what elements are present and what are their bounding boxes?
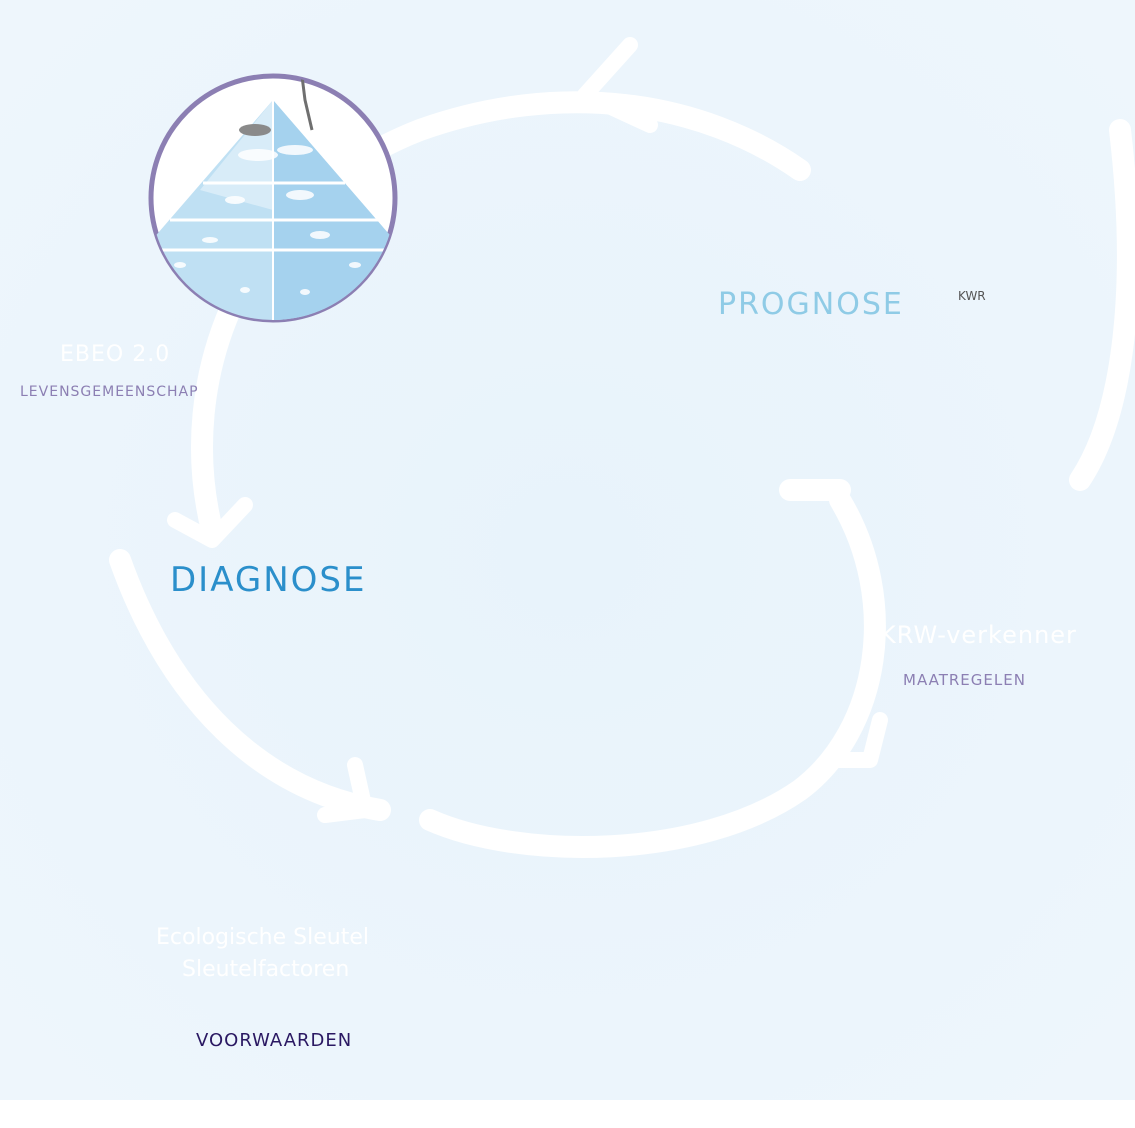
ebeo-title: EBEO 2.0 xyxy=(60,342,171,367)
ecological-key-line1: Ecologische Sleutel xyxy=(156,925,369,950)
prognose-title: PROGNOSE xyxy=(718,287,904,322)
cycle-arrowheads xyxy=(167,37,888,823)
krw-title: KRW-verkenner xyxy=(880,621,1077,649)
diagnose-title: DIAGNOSE xyxy=(170,560,367,600)
ebeo-subtitle: LEVENSGEMEENSCHAP xyxy=(20,384,199,400)
kwr-meter-label: KWR xyxy=(958,289,986,303)
cycle-arrow xyxy=(109,91,1135,859)
ecological-key-line2: Sleutelfactoren xyxy=(182,957,350,982)
voorwaarden-subtitle: VOORWAARDEN xyxy=(196,1030,353,1051)
krw-subtitle: MAATREGELEN xyxy=(903,671,1026,689)
